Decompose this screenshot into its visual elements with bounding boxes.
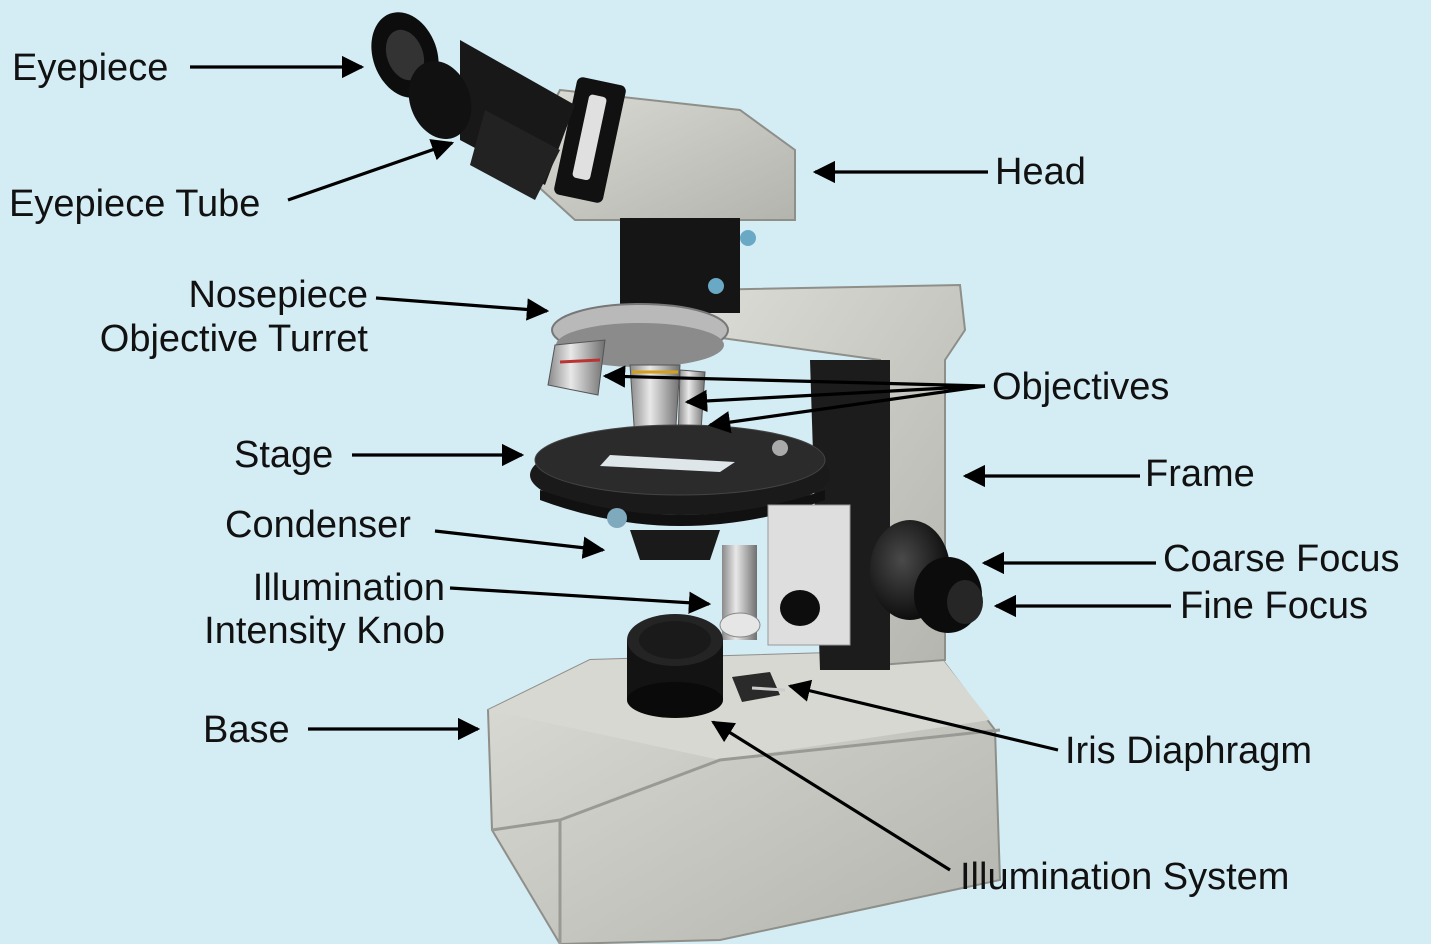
label-fine-focus: Fine Focus [1180, 584, 1368, 628]
label-base: Base [203, 708, 290, 752]
label-condenser: Condenser [225, 503, 411, 547]
label-illumination-system: Illumination System [960, 855, 1289, 899]
label-stage: Stage [234, 433, 333, 477]
condenser [630, 530, 720, 560]
label-nosepiece: Nosepiece [60, 273, 368, 317]
eyepiece-tubes [360, 3, 575, 200]
label-objectives: Objectives [992, 365, 1169, 409]
label-eyepiece-tube: Eyepiece Tube [9, 182, 260, 226]
label-intensity-knob: Intensity Knob [150, 609, 445, 653]
label-frame: Frame [1145, 452, 1255, 496]
arrow-condenser [435, 531, 603, 550]
substage-column [720, 505, 850, 645]
label-coarse-focus: Coarse Focus [1163, 537, 1400, 581]
label-illumination: Illumination [150, 566, 445, 610]
label-head: Head [995, 150, 1086, 194]
label-iris-diaphragm: Iris Diaphragm [1065, 729, 1312, 773]
arrow-eyepiece-tube [288, 143, 452, 200]
label-eyepiece: Eyepiece [12, 46, 168, 90]
illumination-lamp [627, 614, 723, 718]
label-objective-turret: Objective Turret [60, 317, 368, 361]
arrow-nosepiece [376, 298, 547, 311]
arrow-illumination-knob [450, 588, 709, 604]
